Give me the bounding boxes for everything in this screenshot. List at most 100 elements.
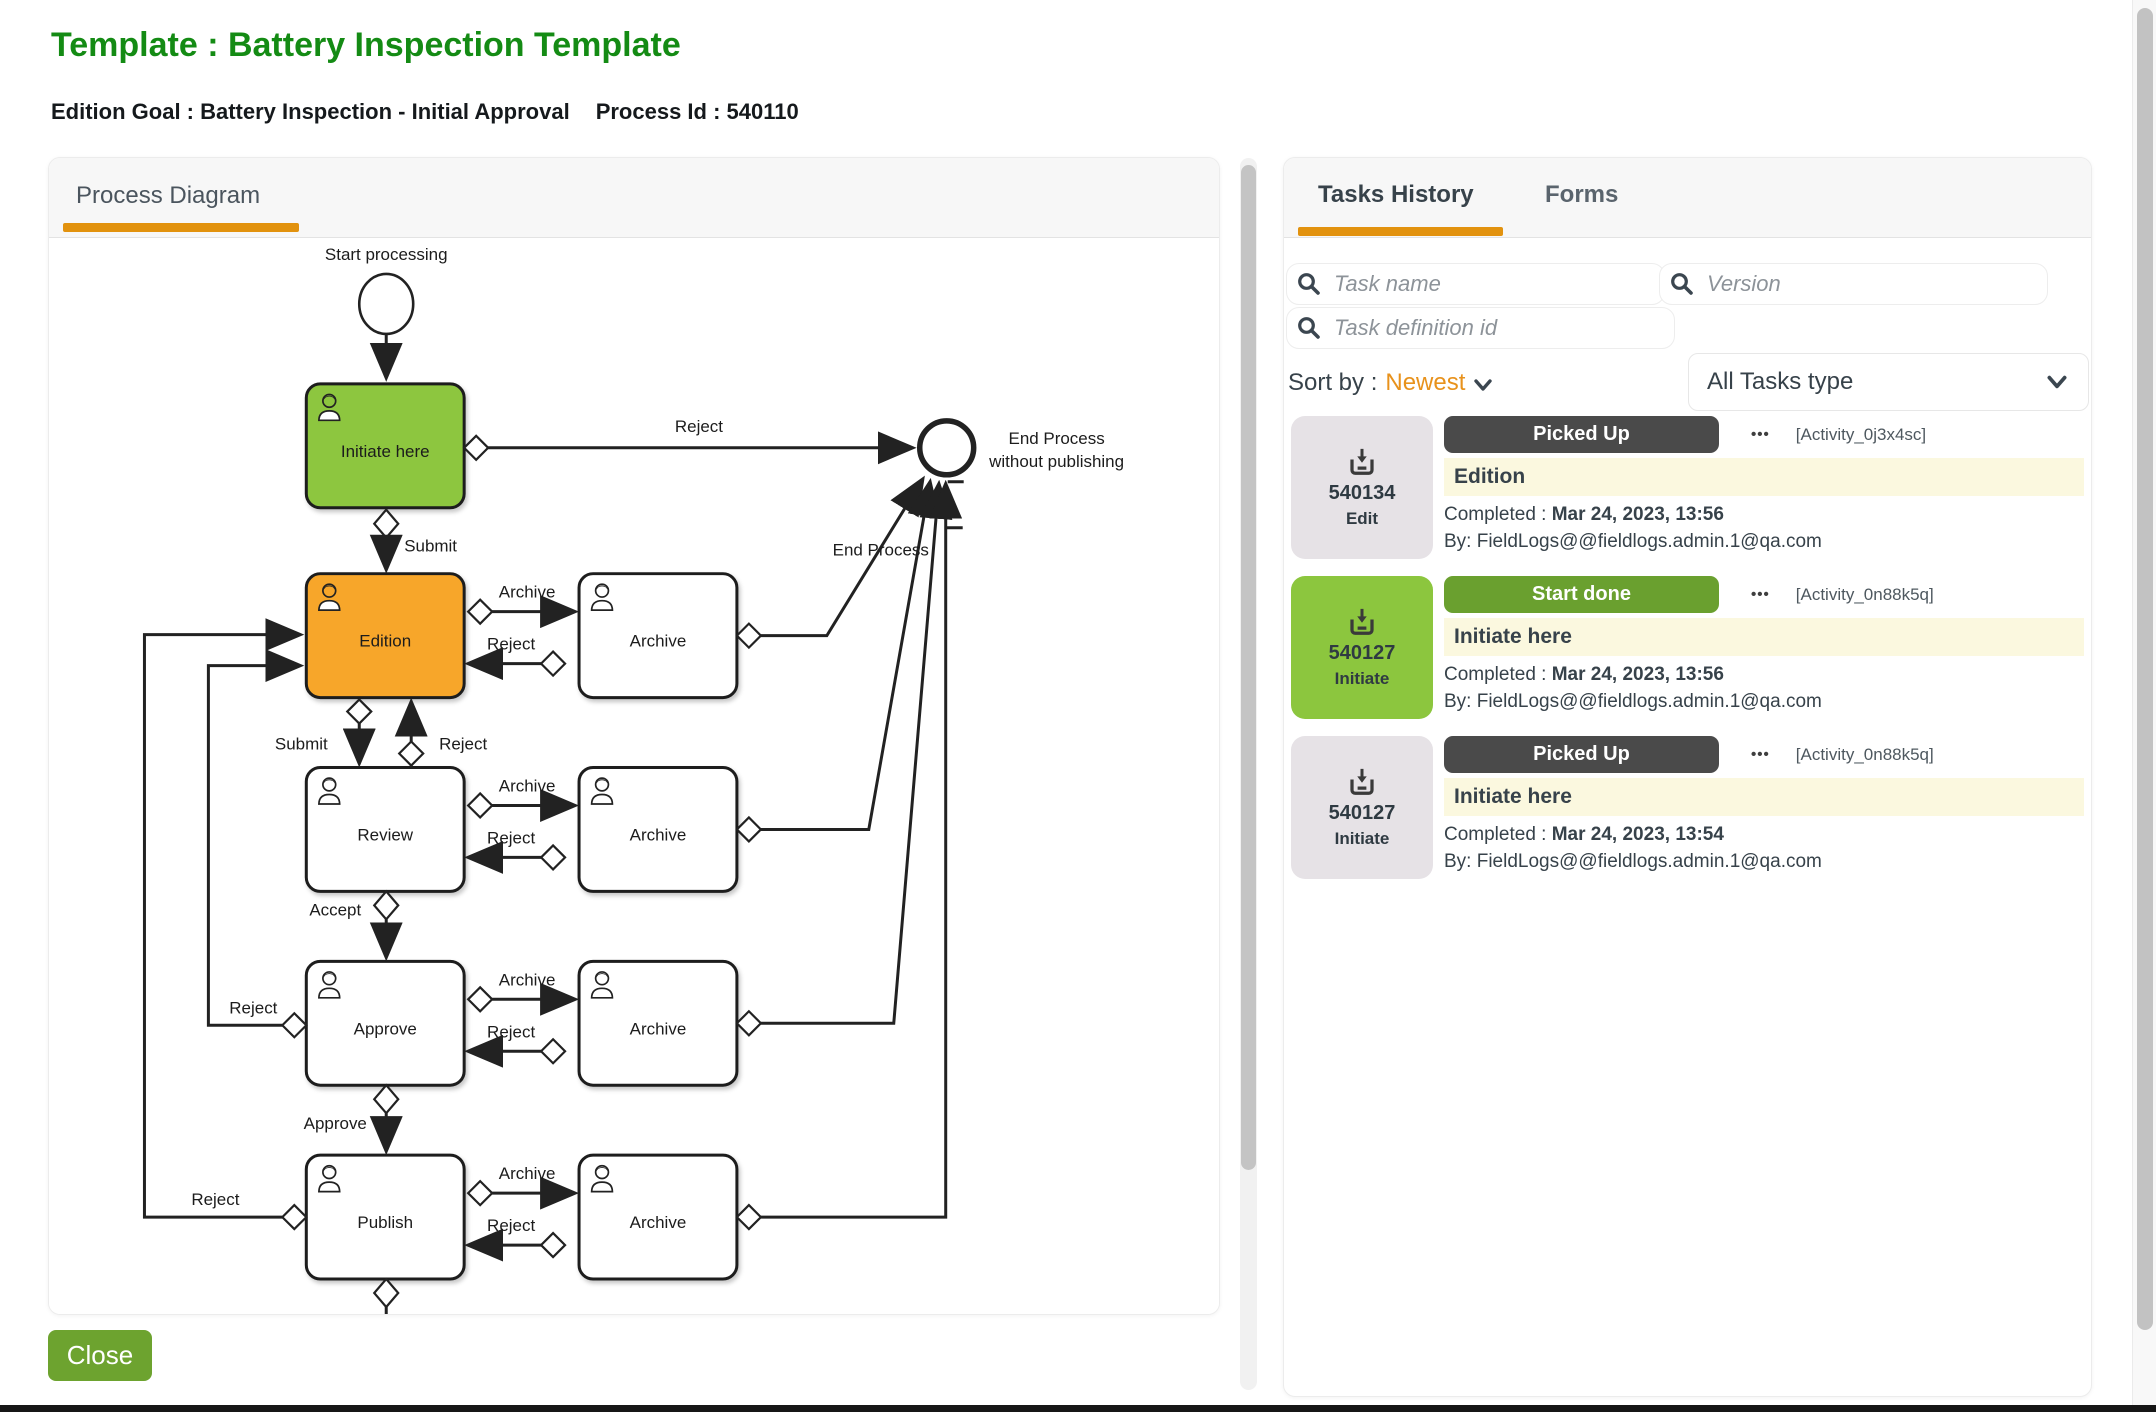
sort-value[interactable]: Newest: [1385, 369, 1466, 396]
activity-id: [Activity_0n88k5q]: [1795, 744, 1934, 764]
task-name-input[interactable]: [1332, 270, 1631, 298]
activity-id: [Activity_0n88k5q]: [1795, 584, 1934, 604]
node-label-review: Review: [357, 825, 413, 844]
window-scrollbar-thumb[interactable]: [2137, 8, 2153, 1330]
edge-label-reject: Reject: [675, 417, 723, 436]
edge-label-reject: Reject: [439, 735, 487, 754]
task-title-strip: Edition: [1444, 458, 2084, 496]
sort-control[interactable]: Sort by : Newest: [1288, 363, 1495, 403]
node-label-archive: Archive: [630, 825, 687, 844]
task-title: Initiate here: [1454, 625, 1572, 648]
node-label-archive: Archive: [630, 1019, 687, 1038]
start-event-label: Start processing: [325, 245, 448, 264]
edge-label-reject: Reject: [229, 998, 277, 1017]
node-label-archive: Archive: [630, 1213, 687, 1232]
process-diagram-canvas[interactable]: Start processing Initiate here Edition R…: [49, 238, 1219, 1314]
task-title-strip: Initiate here: [1444, 778, 2084, 816]
completed-date: Mar 24, 2023, 13:56: [1551, 664, 1724, 685]
more-options-icon[interactable]: •••: [1751, 746, 1770, 763]
page-subtitle: Edition Goal : Battery Inspection - Init…: [51, 99, 825, 125]
status-badge: Picked Up: [1444, 416, 1719, 453]
task-tile: 540127 Initiate: [1291, 576, 1433, 719]
node-label-edition: Edition: [359, 632, 411, 651]
chevron-down-icon: [2047, 375, 2067, 389]
task-title-strip: Initiate here: [1444, 618, 2084, 656]
edge-label-reject: Reject: [487, 828, 535, 847]
tab-active-underline: [1298, 227, 1503, 236]
edge-label-archive: Archive: [499, 583, 556, 602]
search-icon: [1298, 317, 1320, 339]
tasks-type-dropdown[interactable]: All Tasks type: [1688, 353, 2089, 411]
task-role: Edit: [1345, 508, 1379, 528]
end-event: [916, 418, 977, 478]
bottom-edge-bar: [0, 1405, 2156, 1412]
end-event-label-2: without publishing: [988, 452, 1124, 471]
status-badge: Picked Up: [1444, 736, 1719, 773]
completed-label: Completed :: [1444, 504, 1552, 525]
task-code: 540127: [1328, 801, 1396, 824]
task-by: By: FieldLogs@@fieldlogs.admin.1@qa.com: [1444, 691, 1822, 712]
tab-forms[interactable]: Forms: [1545, 181, 1619, 208]
search-icon: [1298, 273, 1320, 295]
task-code: 540134: [1328, 481, 1396, 504]
more-options-icon[interactable]: •••: [1751, 586, 1770, 603]
task-role: Initiate: [1334, 828, 1390, 848]
status-badge: Start done: [1444, 576, 1719, 613]
task-type-icon: [1350, 448, 1374, 475]
end-event-label-1: End Process: [1008, 429, 1104, 448]
completed-date: Mar 24, 2023, 13:54: [1551, 824, 1724, 845]
task-node-initiate: [304, 382, 466, 510]
window-scrollbar-track[interactable]: [2132, 0, 2156, 1405]
tab-active-underline: [63, 223, 299, 232]
task-type-icon: [1350, 768, 1374, 795]
version-input[interactable]: [1705, 270, 2012, 298]
diagram-scrollbar-track[interactable]: [1240, 158, 1257, 1390]
task-details: Picked Up ••• [Activity_0n88k5q] Initiat…: [1444, 736, 2084, 879]
completed-label: Completed :: [1444, 824, 1552, 845]
close-button[interactable]: Close: [48, 1330, 152, 1381]
task-title: Edition: [1454, 465, 1526, 488]
more-options-icon[interactable]: •••: [1751, 426, 1770, 443]
task-history-item[interactable]: 540134 Edit Picked Up ••• [Activity_0j3x…: [1291, 416, 2084, 559]
task-history-item[interactable]: 540127 Initiate Picked Up ••• [Activity_…: [1291, 736, 2084, 879]
process-id: Process Id : 540110: [595, 99, 799, 124]
task-completed: Completed : Mar 24, 2023, 13:56: [1444, 664, 2084, 686]
bpmn-diagram: Start processing Initiate here Edition R…: [142, 245, 1124, 1314]
edge-label-reject: Reject: [487, 1216, 535, 1235]
task-title: Initiate here: [1454, 785, 1572, 808]
task-definition-id-input[interactable]: [1332, 314, 1639, 342]
task-definition-id-search[interactable]: [1286, 307, 1675, 349]
edge-label-reject: Reject: [487, 635, 535, 654]
node-label-archive: Archive: [630, 632, 687, 651]
edge-label-reject: Reject: [191, 1190, 239, 1209]
edge-label-submit: Submit: [404, 537, 457, 556]
edge-label-end-process: End Process: [833, 541, 929, 560]
version-search[interactable]: [1659, 263, 2048, 305]
edge-label-archive: Archive: [499, 1164, 556, 1183]
completed-label: Completed :: [1444, 664, 1552, 685]
process-diagram-panel: Process Diagram Start processing: [48, 157, 1220, 1315]
node-label-approve: Approve: [354, 1019, 417, 1038]
search-icon: [1671, 273, 1693, 295]
edge-label-publish: Publish: [358, 1312, 414, 1314]
task-by: By: FieldLogs@@fieldlogs.admin.1@qa.com: [1444, 531, 1822, 552]
tasks-panel-header: Tasks History Forms: [1284, 158, 2091, 238]
edge-label-accept: Accept: [309, 900, 361, 919]
activity-id: [Activity_0j3x4sc]: [1795, 424, 1927, 444]
task-by: By: FieldLogs@@fieldlogs.admin.1@qa.com: [1444, 851, 1822, 872]
node-label-publish: Publish: [357, 1213, 413, 1232]
completed-date: Mar 24, 2023, 13:56: [1551, 504, 1724, 525]
sort-label: Sort by :: [1288, 369, 1378, 396]
task-history-item[interactable]: 540127 Initiate Start done ••• [Activity…: [1291, 576, 2084, 719]
tab-tasks-history[interactable]: Tasks History: [1318, 181, 1474, 208]
tab-process-diagram[interactable]: Process Diagram: [76, 182, 261, 209]
edge-label-reject: Reject: [487, 1022, 535, 1041]
edge-label-approve: Approve: [304, 1114, 367, 1133]
task-role: Initiate: [1334, 668, 1390, 688]
edge-label-archive: Archive: [499, 776, 556, 795]
diagram-scrollbar-thumb[interactable]: [1241, 165, 1256, 1170]
task-name-search[interactable]: [1286, 263, 1665, 305]
tasks-type-value: All Tasks type: [1707, 368, 1854, 395]
chevron-down-icon: [1474, 379, 1493, 391]
